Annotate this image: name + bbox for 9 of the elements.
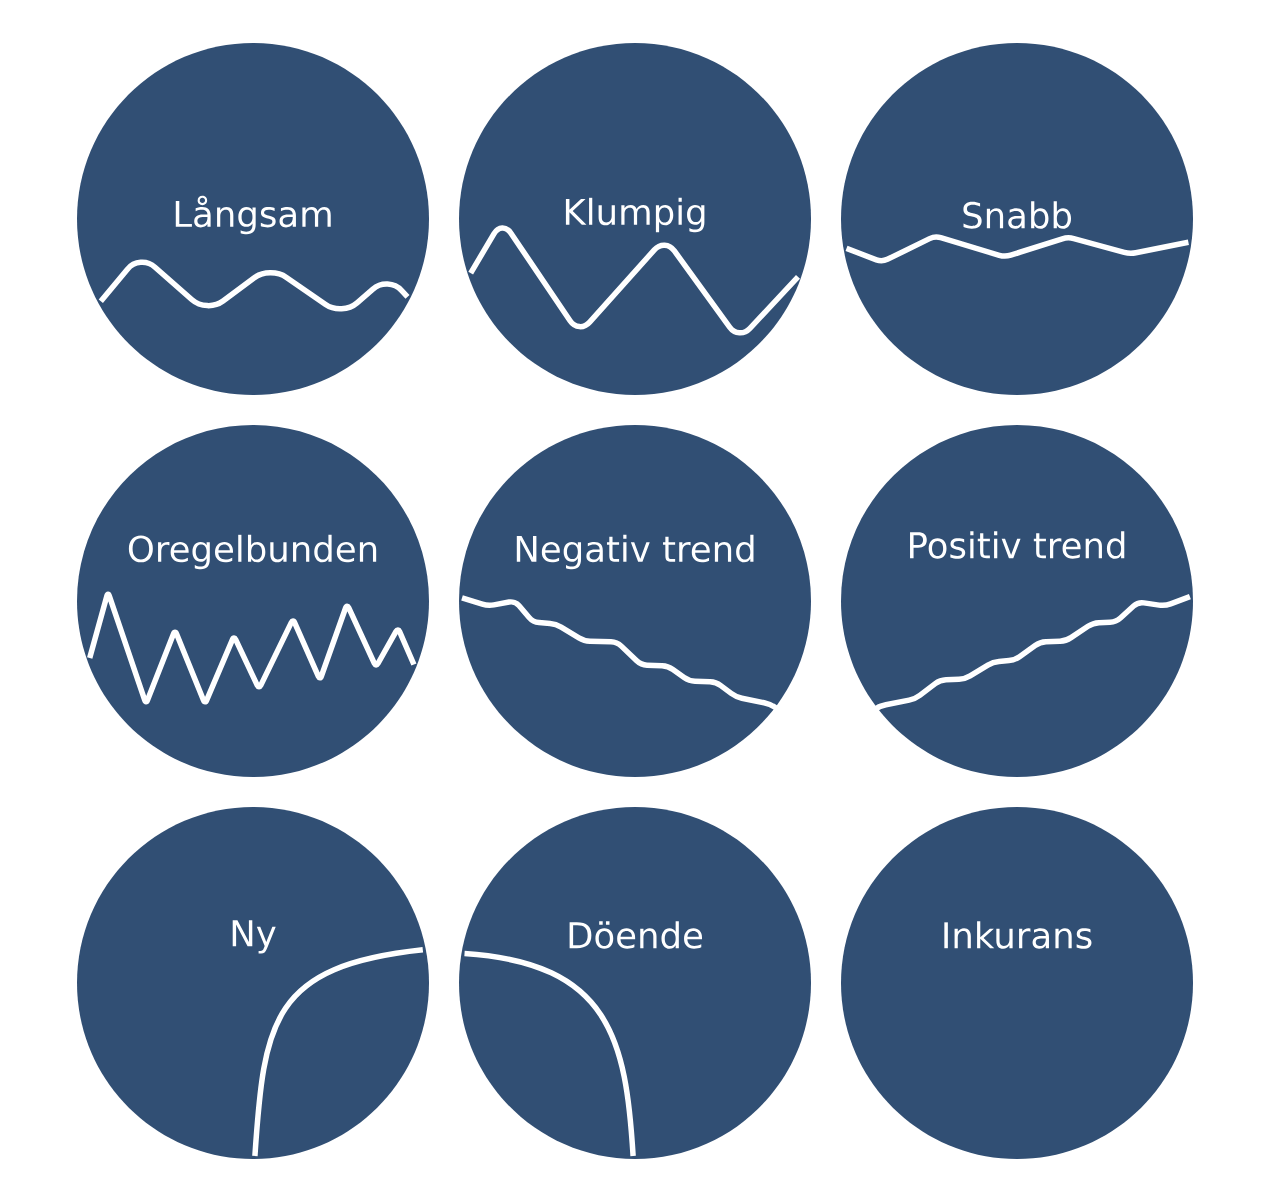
- circle-tile: Klumpig: [459, 43, 811, 395]
- circle-tile: Långsam: [77, 43, 429, 395]
- circle-tile: Inkurans: [841, 807, 1193, 1159]
- circle-tile: Döende: [459, 807, 811, 1159]
- circle-tile: Snabb: [841, 43, 1193, 395]
- circle-tile: Ny: [77, 807, 429, 1159]
- circle-tile: Oregelbunden: [77, 425, 429, 777]
- circle-tile: Positiv trend: [841, 425, 1193, 777]
- circle-tile: Negativ trend: [459, 425, 811, 777]
